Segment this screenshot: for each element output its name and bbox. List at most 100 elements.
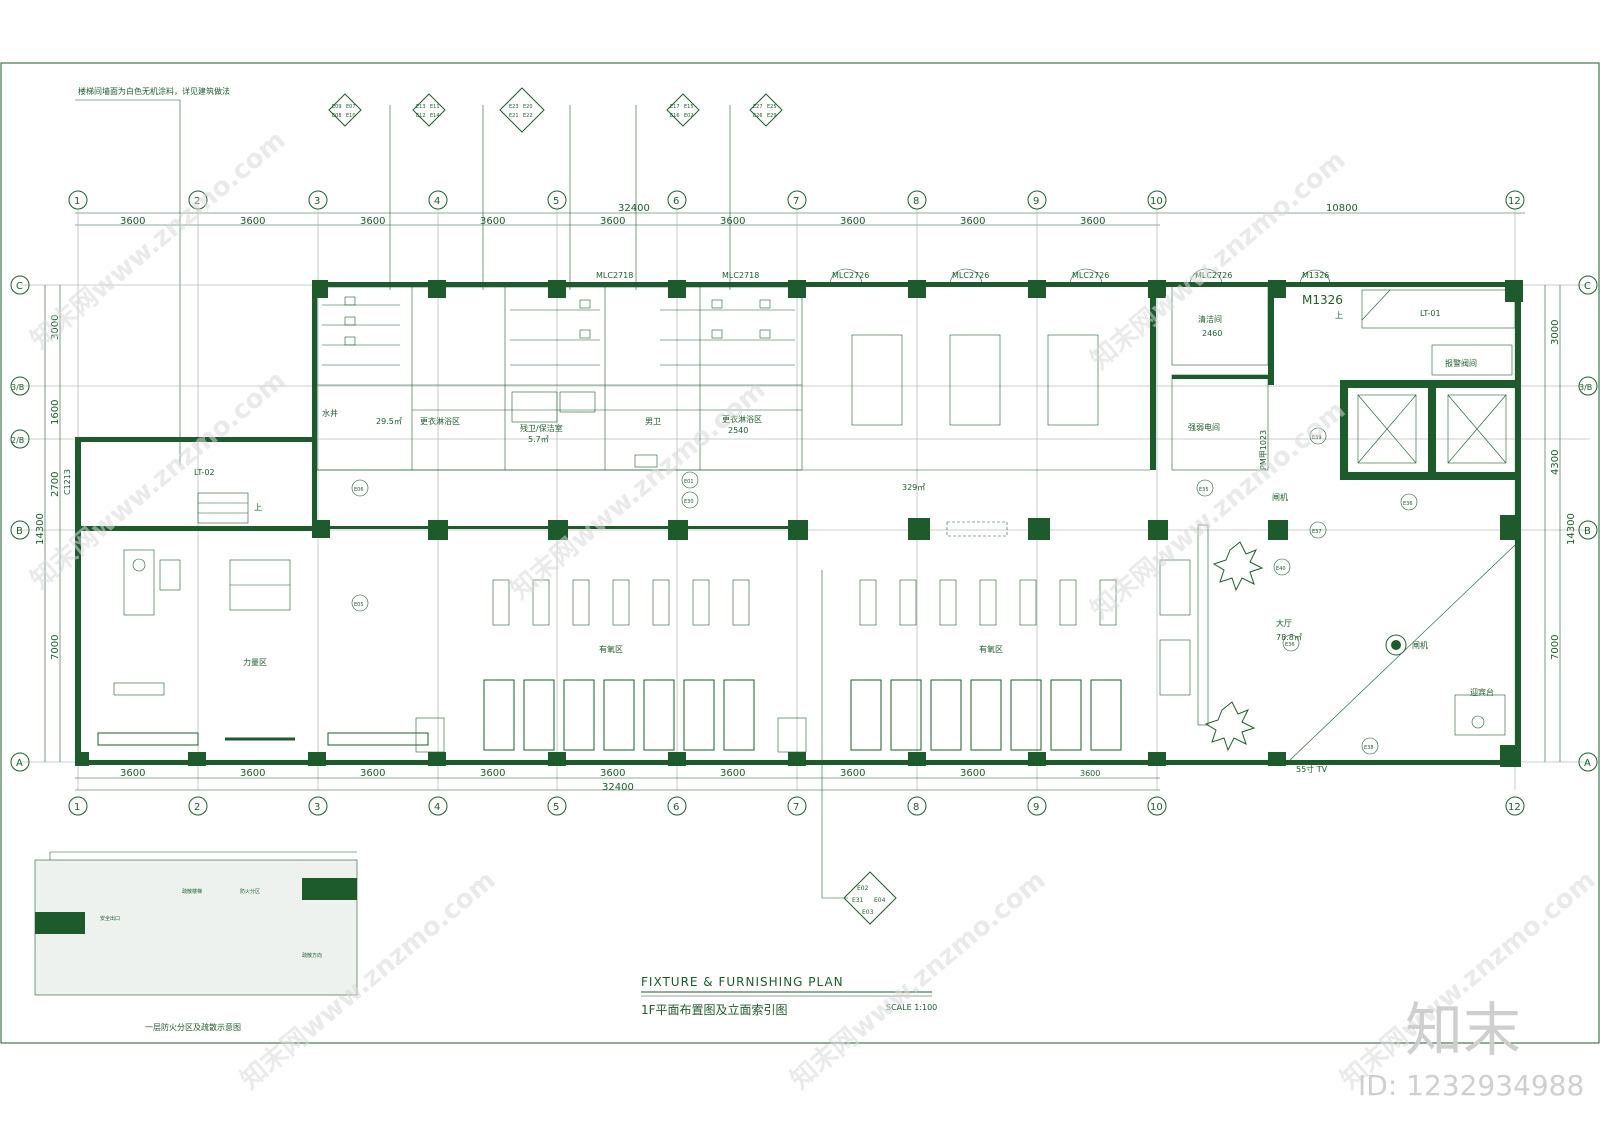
drawing-scale: SCALE 1:100 (886, 1003, 937, 1012)
svg-text:3600: 3600 (120, 768, 145, 779)
svg-text:3000: 3000 (50, 315, 61, 340)
svg-text:大厅: 大厅 (1276, 618, 1292, 628)
cardio-treadmills (415, 679, 1122, 753)
svg-text:3600: 3600 (720, 768, 745, 779)
svg-text:3600: 3600 (600, 216, 625, 227)
svg-text:E07: E07 (346, 104, 356, 110)
svg-text:5: 5 (553, 196, 559, 207)
svg-text:2/B: 2/B (11, 436, 24, 445)
right-dims: 3000 4300 7000 14300 (1550, 320, 1577, 660)
svg-text:12: 12 (1508, 802, 1521, 813)
svg-text:3/B: 3/B (11, 383, 24, 392)
evacuation-diagram: 疏散楼梯 防火分区 安全出口 疏散方向 一层防火分区及疏散示意图 (34, 851, 358, 1032)
svg-text:B: B (16, 526, 23, 537)
svg-text:6: 6 (673, 802, 679, 813)
svg-text:E38: E38 (1364, 745, 1374, 751)
service-labels: 清洁间 2460 强弱电间 报警阀间 LT-01 M1326 上 闸机 闸机 大… (1188, 293, 1494, 774)
hall-tables (851, 334, 1099, 540)
svg-text:3600: 3600 (240, 768, 265, 779)
svg-text:14300: 14300 (1566, 513, 1577, 545)
svg-text:3/B: 3/B (1579, 383, 1592, 392)
window-labels: MLC2718 MLC2718 MLC2726 MLC2726 MLC2726 … (596, 268, 1331, 286)
svg-text:7: 7 (793, 802, 799, 813)
svg-text:E21: E21 (509, 113, 519, 119)
svg-text:29.5㎡: 29.5㎡ (376, 417, 402, 426)
svg-text:E35: E35 (1199, 487, 1209, 493)
top-bay-dims: 3600 3600 3600 3600 3600 3600 3600 3600 … (120, 216, 1105, 227)
svg-text:E36: E36 (1403, 501, 1413, 507)
hall-area: 329㎡ (902, 483, 925, 492)
svg-text:3000: 3000 (1550, 320, 1561, 345)
svg-text:3600: 3600 (840, 216, 865, 227)
title-chinese: 1F平面布置图及立面索引图 (641, 1002, 788, 1017)
svg-text:4: 4 (434, 802, 440, 813)
svg-text:E15: E15 (684, 104, 694, 110)
svg-text:闸机: 闸机 (1412, 640, 1428, 650)
svg-text:E31: E31 (852, 897, 864, 904)
svg-text:C: C (16, 281, 23, 292)
svg-text:E20: E20 (523, 104, 533, 110)
svg-text:8: 8 (913, 196, 919, 207)
svg-text:6: 6 (673, 196, 679, 207)
svg-text:3: 3 (314, 196, 320, 207)
svg-text:E05: E05 (354, 602, 364, 608)
svg-text:知末网www.znzmo.com: 知末网www.znzmo.com (1085, 145, 1351, 375)
svg-text:M1326: M1326 (1302, 293, 1343, 307)
svg-text:14300: 14300 (35, 513, 46, 545)
svg-text:3600: 3600 (960, 768, 985, 779)
svg-text:4: 4 (434, 196, 440, 207)
svg-text:E02: E02 (684, 113, 694, 119)
svg-text:10: 10 (1150, 196, 1163, 207)
svg-text:E03: E03 (862, 909, 874, 916)
svg-text:2460: 2460 (1202, 329, 1222, 338)
svg-text:E14: E14 (430, 113, 440, 119)
svg-text:更衣淋浴区: 更衣淋浴区 (420, 416, 460, 426)
svg-text:78.8㎡: 78.8㎡ (1276, 633, 1302, 642)
cardio-bikes (492, 579, 1117, 626)
svg-text:1: 1 (74, 196, 80, 207)
svg-text:1600: 1600 (50, 400, 61, 425)
svg-text:MLC2718: MLC2718 (596, 271, 633, 280)
cardio-left-label: 有氧区 (599, 644, 623, 654)
svg-text:3600: 3600 (1080, 769, 1100, 778)
title-english: FIXTURE & FURNISHING PLAN (641, 975, 844, 989)
grid-bubbles-top: 1 2 3 4 5 6 7 8 9 10 12 (68, 190, 1525, 210)
svg-text:MLC2726: MLC2726 (1072, 271, 1109, 280)
svg-text:M1326: M1326 (1302, 271, 1329, 280)
restroom-labels: 水井 29.5㎡ 残卫/保洁室 5.7㎡ 男卫 更衣淋浴区 更衣淋浴区 2540 (322, 408, 762, 444)
sheet-frame (0, 62, 1600, 1044)
svg-text:7000: 7000 (50, 635, 61, 660)
svg-text:A: A (16, 758, 23, 769)
top-right-dim: 10800 (1326, 203, 1358, 214)
svg-text:E39: E39 (1312, 435, 1322, 441)
svg-text:MLC2718: MLC2718 (722, 271, 759, 280)
svg-text:3600: 3600 (480, 768, 505, 779)
svg-text:E12: E12 (416, 113, 426, 119)
svg-text:3600: 3600 (120, 216, 145, 227)
top-note: 楼梯间墙面为白色无机涂料，详见建筑做法 (78, 86, 230, 96)
index-marker-bottom: E02 E31 E04 E03 (821, 570, 897, 925)
brand-logo: 知末 (1405, 996, 1521, 1064)
svg-text:LT-02: LT-02 (194, 468, 215, 477)
svg-text:3: 3 (314, 802, 320, 813)
svg-text:力量区: 力量区 (243, 657, 267, 667)
svg-text:9: 9 (1033, 802, 1039, 813)
index-markers-top: E09 E07 E08 E10 E13 E11 E12 E14 E23 E20 … (328, 87, 783, 290)
svg-text:C: C (1584, 281, 1591, 292)
strength-labels: 力量区 LT-02 上 (194, 468, 267, 667)
svg-text:E37: E37 (1312, 529, 1322, 535)
svg-text:E11: E11 (430, 104, 440, 110)
svg-text:E06: E06 (354, 487, 364, 493)
svg-text:5.7㎡: 5.7㎡ (528, 435, 549, 444)
svg-text:E09: E09 (332, 104, 342, 110)
svg-text:E40: E40 (1276, 566, 1286, 572)
svg-text:疏散楼梯: 疏散楼梯 (182, 888, 202, 895)
svg-text:男卫: 男卫 (645, 417, 661, 426)
bottom-bay-dims: 3600 3600 3600 3600 3600 3600 3600 3600 … (120, 768, 1100, 779)
svg-text:E16: E16 (670, 113, 680, 119)
svg-text:3600: 3600 (600, 768, 625, 779)
svg-text:2: 2 (194, 196, 200, 207)
restroom-block (316, 286, 803, 471)
svg-text:E13: E13 (416, 104, 426, 110)
